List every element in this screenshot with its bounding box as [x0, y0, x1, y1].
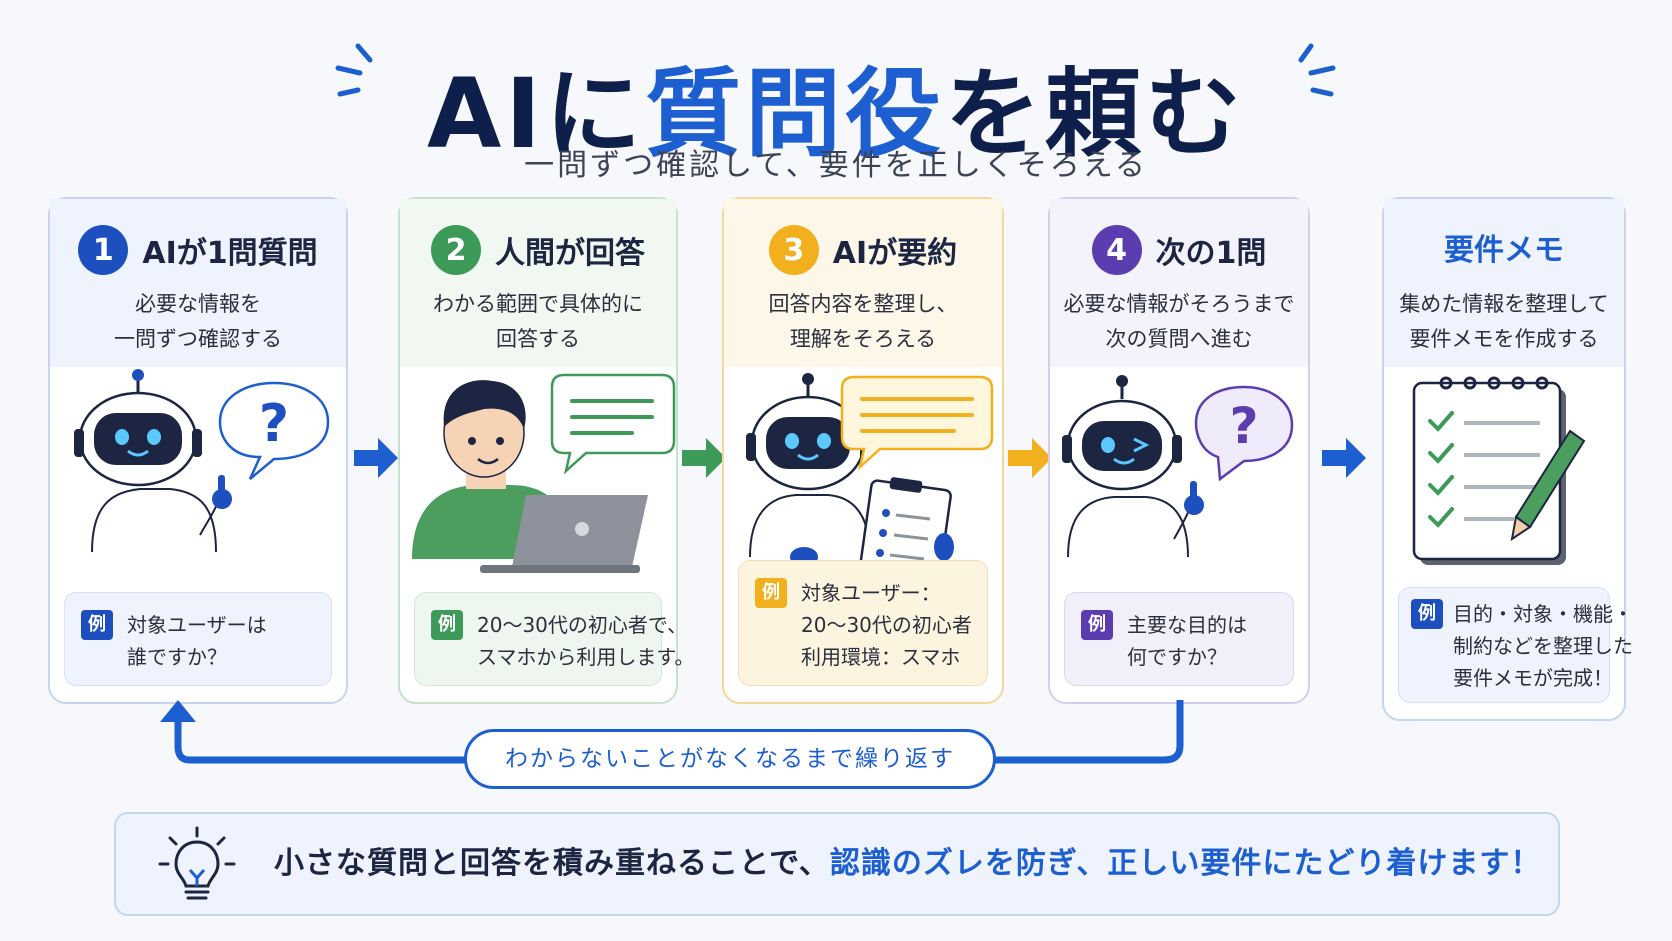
example-line: 目的・対象・機能・	[1453, 602, 1633, 626]
svg-text:?: ?	[1229, 397, 1258, 455]
repeat-loop-label: わからないことがなくなるまで繰り返す	[464, 729, 996, 789]
example-line: 20〜30代の初心者	[801, 613, 972, 637]
requirements-memo-card: 要件メモ 集めた情報を整理して 要件メモを作成する 例 目的・対象・機能・ 制約…	[1382, 197, 1633, 721]
memo-description-line: 要件メモを作成する	[1409, 327, 1599, 351]
step-title-2: 2 人間が回答	[400, 225, 676, 275]
step-label-3: AIが要約	[832, 236, 958, 271]
example-line: 要件メモが完成！	[1453, 666, 1613, 690]
title-suffix: を頼む	[945, 58, 1245, 170]
step-example-1: 例 対象ユーザーは 誰ですか？	[64, 592, 332, 686]
example-badge: 例	[755, 578, 787, 608]
sparkle-left-icon	[335, 43, 373, 97]
example-text: 目的・対象・機能・ 制約などを整理した 要件メモが完成！	[1453, 598, 1633, 694]
step-title-1: 1 AIが1問質問	[50, 225, 346, 275]
step-description-4: 必要な情報がそろうまで 次の質問へ進む	[1050, 287, 1308, 357]
example-badge: 例	[431, 610, 463, 640]
arrow-right-icon	[354, 438, 398, 478]
memo-label: 要件メモ	[1444, 233, 1564, 268]
step-description-line: 回答する	[496, 327, 580, 351]
example-text: 20〜30代の初心者で、 スマホから利用します。	[477, 609, 694, 673]
step-description-line: 必要な情報がそろうまで	[1063, 292, 1295, 316]
example-line: スマホから利用します。	[477, 645, 695, 669]
example-line: 主要な目的は	[1127, 613, 1247, 637]
checklist-notepad-pencil-icon	[1412, 376, 1586, 565]
step-example-3: 例 対象ユーザー： 20〜30代の初心者 利用環境：スマホ	[738, 560, 988, 686]
memo-title: 要件メモ	[1384, 225, 1624, 269]
step-card-3: 3 AIが要約 回答内容を整理し、 理解をそろえる 例 対象ユーザー：	[722, 197, 1004, 704]
example-badge: 例	[1411, 599, 1443, 629]
title-highlight: 質問役	[645, 58, 945, 170]
step-description-line: 回答内容を整理し、	[768, 292, 958, 316]
step-card-4-header	[1050, 199, 1308, 367]
summary-banner: 小さな質問と回答を積み重ねることで、認識のズレを防ぎ、正しい要件にたどり着けます…	[114, 812, 1560, 916]
step-number-4: 4	[1091, 225, 1142, 275]
step-title-4: 4 次の1問	[1050, 225, 1308, 275]
example-line: 制約などを整理した	[1453, 634, 1633, 658]
example-text: 対象ユーザー： 20〜30代の初心者 利用環境：スマホ	[801, 577, 972, 673]
step-description-line: わかる範囲で具体的に	[433, 292, 643, 316]
summary-prefix: 小さな質問と回答を積み重ねることで、	[274, 846, 830, 881]
step-card-2: 2 人間が回答 わかる範囲で具体的に 回答する 例 20〜30代の初心者で、 ス…	[398, 197, 694, 704]
example-badge: 例	[1081, 610, 1113, 640]
example-line: 対象ユーザーは	[127, 613, 267, 637]
step-card-4: 4 次の1問 必要な情報がそろうまで 次の質問へ進む ? 例 主要な目的は 何で…	[1048, 197, 1310, 704]
step-number-1: 1	[78, 225, 129, 275]
arrow-right-icon	[1322, 438, 1366, 478]
step-number-2: 2	[431, 225, 481, 275]
robot-winking-question-icon: ?	[1062, 375, 1294, 558]
page-subtitle: 一問ずつ確認して、要件を正しくそろえる	[524, 148, 1148, 183]
example-text: 対象ユーザーは 誰ですか？	[127, 609, 267, 673]
robot-asking-question-icon: ?	[74, 369, 330, 553]
example-line: 20〜30代の初心者で、	[477, 613, 688, 637]
robot-clipboard-icon	[746, 373, 994, 577]
example-line: 誰ですか？	[127, 645, 227, 669]
arrow-right-icon	[1008, 438, 1052, 478]
summary-highlight: 認識のズレを防ぎ、正しい要件にたどり着けます！	[829, 846, 1542, 881]
example-text: 主要な目的は 何ですか？	[1127, 609, 1247, 673]
example-badge: 例	[81, 610, 113, 640]
example-line: 対象ユーザー：	[801, 581, 941, 605]
step-description-line: 次の質問へ進む	[1105, 327, 1253, 351]
sparkle-right-icon	[1298, 43, 1336, 97]
memo-description-line: 集めた情報を整理して	[1399, 292, 1609, 316]
step-card-1: 1 AIが1問質問 必要な情報を 一問ずつ確認する ? 例 対象ユーザーは 誰で…	[48, 197, 348, 704]
step-label-2: 人間が回答	[495, 236, 645, 271]
step-example-4: 例 主要な目的は 何ですか？	[1064, 592, 1294, 686]
step-label-1: AIが1問質問	[142, 236, 318, 271]
example-line: 利用環境：スマホ	[801, 645, 961, 669]
svg-text:?: ?	[259, 394, 289, 454]
step-title-3: 3 AIが要約	[724, 225, 1002, 275]
person-typing-laptop-icon	[412, 373, 676, 573]
memo-description: 集めた情報を整理して 要件メモを作成する	[1384, 287, 1624, 357]
step-example-2: 例 20〜30代の初心者で、 スマホから利用します。	[414, 592, 694, 686]
step-description-1: 必要な情報を 一問ずつ確認する	[50, 287, 346, 357]
step-description-line: 一問ずつ確認する	[114, 327, 282, 351]
step-card-3-header	[724, 199, 1002, 367]
memo-card-header	[1384, 199, 1624, 367]
lightbulb-icon	[158, 826, 236, 900]
title-prefix: AIに	[426, 58, 645, 170]
page-title: AIに質問役を頼む	[0, 36, 1672, 175]
summary-message: 小さな質問と回答を積み重ねることで、認識のズレを防ぎ、正しい要件にたどり着けます…	[274, 814, 1541, 914]
arrow-right-icon	[682, 438, 726, 478]
step-description-2: わかる範囲で具体的に 回答する	[400, 287, 676, 357]
example-line: 何ですか？	[1127, 645, 1227, 669]
memo-example: 例 目的・対象・機能・ 制約などを整理した 要件メモが完成！	[1398, 587, 1633, 703]
step-description-line: 理解をそろえる	[789, 327, 937, 351]
step-description-line: 必要な情報を	[135, 292, 261, 316]
step-description-3: 回答内容を整理し、 理解をそろえる	[724, 287, 1002, 357]
step-number-3: 3	[768, 225, 819, 275]
step-label-4: 次の1問	[1155, 236, 1267, 271]
